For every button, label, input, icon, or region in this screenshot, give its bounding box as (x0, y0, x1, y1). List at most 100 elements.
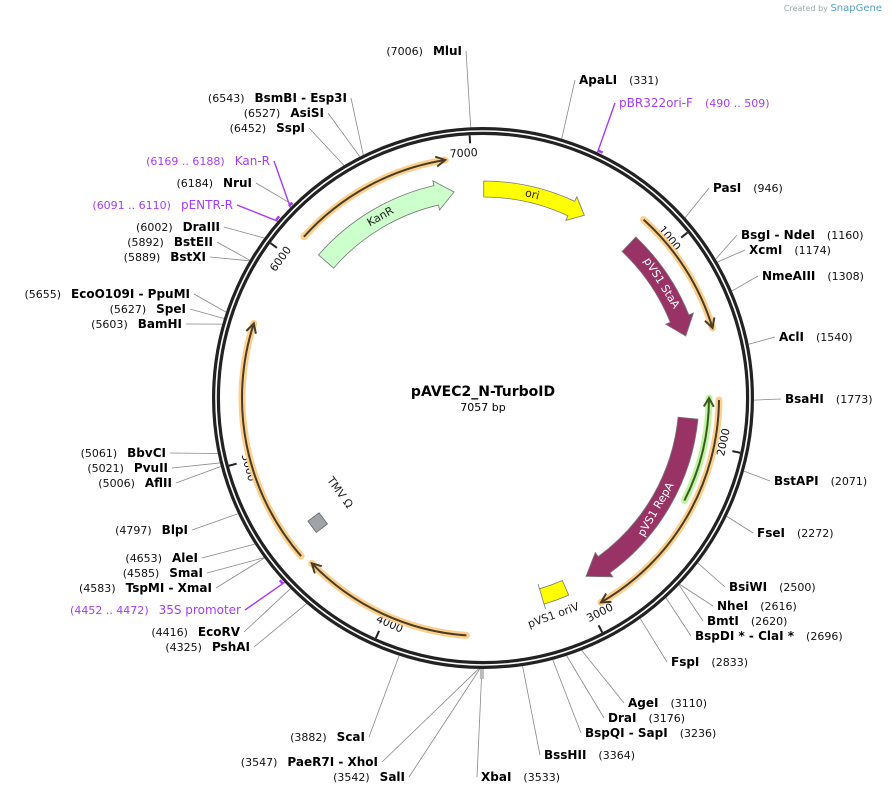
enzyme-name: PvuII (134, 461, 168, 475)
enzyme-site-label[interactable]: (5892)BstEII (127, 235, 213, 249)
enzyme-site-label[interactable]: BsaHI(1773) (785, 392, 873, 406)
enzyme-site-label[interactable]: (5006)AflII (98, 476, 172, 490)
enzyme-site-label[interactable]: (5603)BamHI (91, 317, 182, 331)
enzyme-site-label[interactable]: BstAPI(2071) (774, 474, 867, 488)
pvs1-stara-feature[interactable]: pVS1 StaA (621, 236, 695, 337)
enzyme-site-label[interactable]: (4653)AleI (125, 551, 198, 565)
enzyme-site-label[interactable]: BsgI - NdeI(1160) (741, 228, 864, 242)
primer-range: (490 .. 509) (705, 97, 770, 110)
orf-arc-5[interactable] (300, 155, 449, 241)
primer-label[interactable]: (6091 .. 6110)pENTR-R (92, 198, 233, 212)
enzyme-site-label[interactable]: (3547)PaeR7I - XhoI (241, 755, 378, 769)
enzyme-site-label[interactable]: BspQI - SapI(3236) (585, 726, 716, 740)
cut-position: (5627) (110, 303, 147, 316)
cut-position: (4797) (115, 524, 152, 537)
tmv-omega-feature[interactable]: TMV Ω (307, 473, 356, 533)
enzyme-site-label[interactable]: (6452)SspI (230, 121, 305, 135)
enzyme-site-label[interactable]: (4583)TspMI - XmaI (79, 581, 212, 595)
enzyme-site-label[interactable]: (5061)BbvCI (81, 446, 166, 460)
enzyme-site-label[interactable]: (6184)NruI (176, 176, 252, 190)
snapgene-credit: Created by SnapGene (784, 3, 882, 14)
position-value: 3110 (675, 697, 703, 710)
cut-position: (4416) (151, 626, 188, 639)
enzyme-site-label[interactable]: PasI(946) (713, 181, 783, 195)
enzyme-name: EcoRV (198, 625, 241, 639)
enzyme-site-label[interactable]: (6002)DraIII (136, 220, 220, 234)
orf-arc-1[interactable] (640, 216, 717, 332)
leader-line (566, 655, 605, 719)
cut-position: (1308) (827, 270, 864, 283)
pvs1-oriv-feature[interactable]: pVS1 oriV (526, 579, 581, 631)
enzyme-site-label[interactable]: BssHII(3364) (544, 748, 635, 762)
position-value: 1773 (840, 393, 868, 406)
enzyme-name: NheI (717, 599, 748, 613)
enzyme-site-label[interactable]: (3542)SalI (333, 770, 405, 784)
enzyme-site-label[interactable]: (7006)MluI (386, 44, 462, 58)
enzyme-site-label[interactable]: XcmI(1174) (749, 243, 831, 257)
position-value: 4416 (156, 626, 184, 639)
orf-arc-2[interactable] (597, 396, 723, 606)
enzyme-site-label[interactable]: BsiWI(2500) (729, 580, 816, 594)
enzyme-site-label[interactable]: (4325)PshAI (165, 640, 250, 654)
position-value: 6002 (140, 221, 168, 234)
enzyme-site-label[interactable]: (3882)ScaI (290, 730, 365, 744)
site-leader-lines (169, 50, 782, 778)
position-value: 2071 (835, 475, 863, 488)
kanr-feature[interactable]: KanR (317, 179, 455, 269)
primer-label[interactable]: (4452 .. 4472)35S promoter (70, 603, 241, 617)
enzyme-name: MluI (433, 44, 462, 58)
enzyme-site-label[interactable]: (6543)BsmBI - Esp3I (208, 91, 347, 105)
enzyme-site-label[interactable]: BspDI * - ClaI *(2696) (695, 629, 843, 643)
leader-line (552, 659, 582, 734)
cut-position: (6543) (208, 92, 245, 105)
enzyme-site-label[interactable]: (4797)BlpI (115, 523, 188, 537)
enzyme-site-label[interactable]: NheI(2616) (717, 599, 797, 613)
ori-feature-label: ori (524, 186, 541, 202)
enzyme-site-label[interactable]: BmtI(2620) (707, 614, 787, 628)
position-value: 6184 (181, 177, 209, 190)
enzyme-name: BsiWI (729, 580, 767, 594)
position-value: 2696 (810, 630, 838, 643)
leader-line (743, 470, 771, 482)
enzyme-name: XcmI (749, 243, 782, 257)
leader-line (191, 513, 239, 531)
enzyme-site-label[interactable]: (4416) EcoRV (151, 625, 240, 639)
enzyme-site-label[interactable]: (6527)AsiSI (244, 106, 324, 120)
primer-label[interactable]: pBR322ori-F(490 .. 509) (619, 96, 770, 110)
enzyme-site-label[interactable]: AgeI(3110) (628, 696, 707, 710)
primer-label[interactable]: (6169 .. 6188)Kan-R (146, 154, 270, 168)
enzyme-site-label[interactable]: DraI(3176) (608, 711, 685, 725)
enzyme-site-label[interactable]: NmeAIII(1308) (762, 269, 864, 283)
enzyme-site-label[interactable]: XbaI(3533) (481, 770, 560, 784)
orf-arc-3[interactable] (308, 559, 470, 639)
cut-position: (6002) (136, 221, 173, 234)
enzyme-site-label[interactable]: (5627)SpeI (110, 302, 186, 316)
enzyme-name: AgeI (628, 696, 658, 710)
leader-line (216, 241, 250, 261)
cut-position: (5021) (87, 462, 124, 475)
leader-line (169, 452, 218, 454)
enzyme-site-label[interactable]: FseI(2272) (757, 526, 834, 540)
orf-arc-green[interactable] (680, 394, 715, 505)
leader-line (193, 293, 227, 313)
position-value: 7006 (391, 45, 419, 58)
orf-arc-4[interactable] (238, 320, 305, 560)
position-value: 6543 (212, 92, 240, 105)
leader-line (273, 160, 292, 208)
enzyme-site-label[interactable]: (5889)BstXI (124, 250, 206, 264)
leader-line (327, 112, 361, 157)
enzyme-site-label[interactable]: ApaLI(331) (579, 73, 659, 87)
enzyme-site-label[interactable]: AclI(1540) (779, 330, 853, 344)
leader-line (381, 668, 479, 763)
position-value: 490 .. 509 (709, 97, 765, 110)
enzyme-site-label[interactable]: (5655)EcoO109I - PpuMI (24, 287, 190, 301)
enzyme-site-label[interactable]: FspI(2833) (671, 655, 748, 669)
leader-line (209, 256, 250, 262)
position-value: 2272 (801, 527, 829, 540)
cut-position: (5061) (81, 447, 118, 460)
enzyme-site-label[interactable]: (4585)SmaI (123, 566, 203, 580)
enzyme-site-label[interactable]: (5021) PvuII (87, 461, 168, 475)
pvs1-repa-feature[interactable]: pVS1 RepA (585, 416, 699, 578)
cut-position: (4653) (125, 552, 162, 565)
ori-feature[interactable]: ori (483, 180, 585, 221)
